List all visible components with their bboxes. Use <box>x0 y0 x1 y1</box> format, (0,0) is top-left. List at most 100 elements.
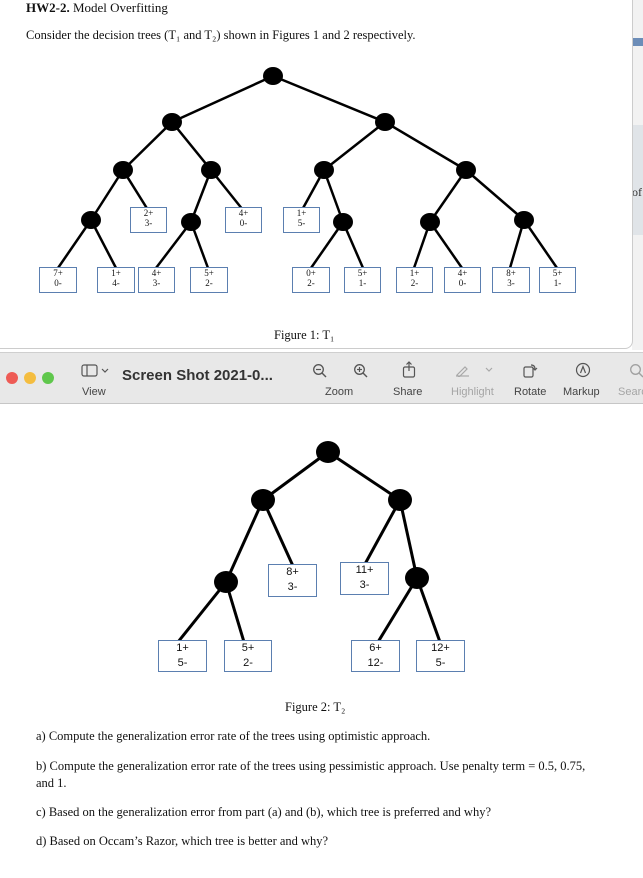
leaf-negative-count: 3- <box>287 581 298 593</box>
leaf-positive-count: 5+ <box>357 268 368 278</box>
leaf-positive-count: 1+ <box>176 642 189 654</box>
preview-toolbar: View Screen Shot 2021-0... Zoom Share <box>0 352 643 404</box>
leaf-positive-count: 4+ <box>457 268 468 278</box>
tree1-leaf: 7+0- <box>39 267 77 293</box>
question-c: c) Based on the generalization error fro… <box>36 805 491 819</box>
tree-1-diagram <box>56 67 559 269</box>
tree2-leaf: 12+5- <box>416 640 465 672</box>
leaf-positive-count: 1+ <box>111 268 121 278</box>
highlight-button[interactable] <box>455 363 495 380</box>
tree1-leaf: 5+2- <box>190 267 228 293</box>
search-button[interactable] <box>629 363 643 382</box>
search-icon <box>630 364 643 378</box>
highlight-pen-icon <box>456 366 493 378</box>
tree2-leaf: 5+2- <box>224 640 272 672</box>
question-d: d) Based on Occam’s Razor, which tree is… <box>36 834 329 848</box>
leaf-positive-count: 5+ <box>552 268 563 278</box>
tree2-leaf: 6+12- <box>351 640 400 672</box>
background-window-image <box>632 125 643 235</box>
leaf-positive-count: 1+ <box>296 208 307 218</box>
markup-button[interactable] <box>575 362 591 381</box>
leaf-positive-count: 6+ <box>369 642 382 654</box>
zoom-out-button[interactable] <box>312 363 328 382</box>
leaf-positive-count: 1+ <box>409 268 420 278</box>
leaf-positive-count: 4+ <box>238 208 249 218</box>
figure-2-caption: Figure 2: T₂ <box>285 700 346 714</box>
zoom-out-icon <box>313 364 327 378</box>
close-button[interactable] <box>6 372 18 384</box>
rotate-icon <box>523 364 538 378</box>
document-page: HW2-2. Model Overfitting Consider the de… <box>0 0 633 349</box>
window-title: Screen Shot 2021-0... <box>122 367 273 384</box>
background-window-text: of <box>632 185 642 199</box>
zoom-in-icon <box>354 364 368 378</box>
rotate-button[interactable] <box>522 362 538 381</box>
leaf-positive-count: 5+ <box>204 268 214 278</box>
leaf-positive-count: 7+ <box>53 268 63 278</box>
sidebar-view-button[interactable] <box>81 364 111 381</box>
sidebar-icon <box>81 364 109 377</box>
markup-label[interactable]: Markup <box>563 386 600 398</box>
leaf-negative-count: 0- <box>239 218 248 228</box>
leaf-positive-count: 12+ <box>431 642 450 654</box>
leaf-positive-count: 8+ <box>286 566 299 578</box>
leaf-negative-count: 2- <box>243 657 253 669</box>
share-button[interactable] <box>402 361 416 382</box>
question-a: a) Compute the generalization error rate… <box>36 729 431 743</box>
leaf-negative-count: 5- <box>177 657 188 669</box>
rotate-label[interactable]: Rotate <box>514 386 547 398</box>
tree2-leaf: 11+3- <box>340 562 389 595</box>
leaf-negative-count: 2- <box>410 278 419 288</box>
tree1-leaf: 0+2- <box>292 267 330 293</box>
tree1-leaf: 5+1- <box>344 267 381 293</box>
leaf-negative-count: 1- <box>553 278 562 288</box>
background-window-accent <box>632 38 643 46</box>
leaf-negative-count: 12- <box>367 657 384 669</box>
leaf-negative-count: 5- <box>435 657 446 669</box>
leaf-negative-count: 3- <box>359 579 370 591</box>
view-label[interactable]: View <box>82 386 106 398</box>
tree1-leaf: 5+1- <box>539 267 576 293</box>
tree1-leaf: 1+4- <box>97 267 135 293</box>
leaf-positive-count: 2+ <box>143 208 154 218</box>
leaf-positive-count: 5+ <box>241 642 255 654</box>
leaf-negative-count: 3- <box>152 278 161 288</box>
search-label[interactable]: Searc <box>618 386 643 398</box>
minimize-button[interactable] <box>24 372 36 384</box>
share-icon <box>402 361 416 378</box>
leaf-negative-count: 2- <box>205 278 213 288</box>
leaf-positive-count: 8+ <box>506 268 516 278</box>
zoom-label[interactable]: Zoom <box>325 386 354 398</box>
leaf-negative-count: 0- <box>54 278 62 288</box>
background-window-edge: of <box>632 0 643 350</box>
tree1-leaf: 4+0- <box>225 207 262 233</box>
leaf-negative-count: 1- <box>358 278 367 288</box>
assignment-intro: Consider the decision trees (T₁ and T₂) … <box>26 28 416 42</box>
leaf-positive-count: 0+ <box>306 268 316 278</box>
fullscreen-button[interactable] <box>42 372 54 384</box>
assignment-topic: Model Overfitting <box>69 0 168 15</box>
tree1-leaf: 1+2- <box>396 267 433 293</box>
share-label[interactable]: Share <box>393 386 423 398</box>
assignment-title: HW2-2. Model Overfitting <box>26 0 168 16</box>
leaf-negative-count: 2- <box>307 278 315 288</box>
leaf-positive-count: 4+ <box>151 268 162 278</box>
leaf-negative-count: 3- <box>507 278 515 288</box>
zoom-in-button[interactable] <box>353 363 369 382</box>
tree2-leaf: 1+5- <box>158 640 207 672</box>
highlight-label[interactable]: Highlight <box>451 386 494 398</box>
leaf-negative-count: 4- <box>112 278 120 288</box>
assignment-number: HW2-2. <box>26 0 70 15</box>
tree1-leaf: 4+0- <box>444 267 481 293</box>
leaf-positive-count: 11+ <box>355 564 374 576</box>
figure-1-caption: Figure 1: T₁ <box>274 328 335 342</box>
leaf-negative-count: 5- <box>297 218 306 228</box>
markup-icon <box>575 362 591 378</box>
tree1-leaf: 2+3- <box>130 207 167 233</box>
leaf-negative-count: 3- <box>144 218 153 228</box>
tree1-leaf: 8+3- <box>492 267 530 293</box>
tree1-leaf: 4+3- <box>138 267 175 293</box>
question-b: b) Compute the generalization error rate… <box>36 759 586 790</box>
tree2-leaf: 8+3- <box>268 564 317 597</box>
leaf-negative-count: 0- <box>458 278 467 288</box>
